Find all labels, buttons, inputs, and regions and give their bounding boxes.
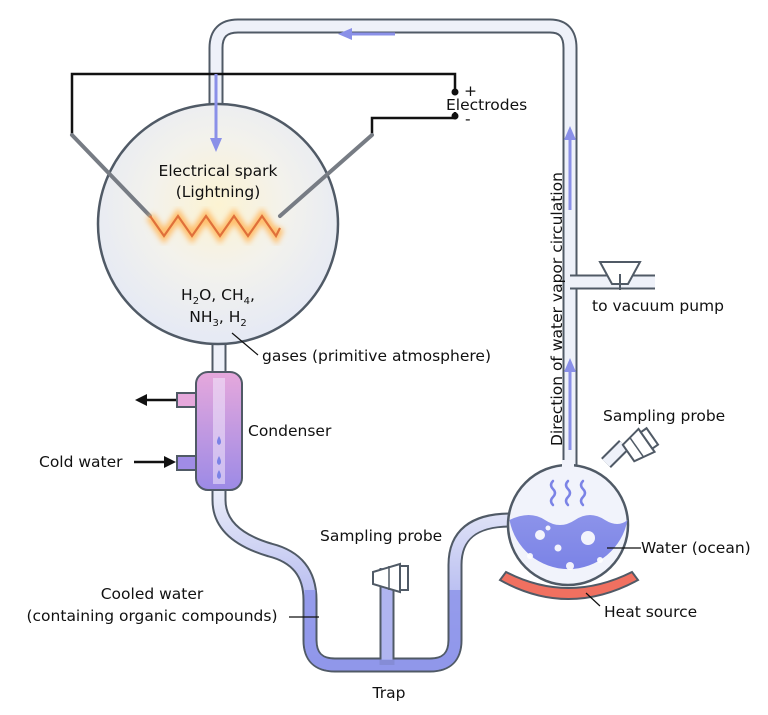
water-ocean-label: Water (ocean) bbox=[641, 539, 751, 557]
minus-sign: - bbox=[465, 110, 471, 128]
electrode-rods bbox=[70, 133, 374, 218]
trap-label: Trap bbox=[372, 684, 406, 702]
spark-icon bbox=[146, 208, 285, 245]
heat-source-label: Heat source bbox=[604, 603, 697, 621]
electrodes-label: Electrodes bbox=[446, 96, 527, 114]
condenser-label: Condenser bbox=[248, 422, 332, 440]
plus-sign: + bbox=[464, 82, 477, 100]
formula-line1: H2O, CH4, bbox=[181, 286, 255, 307]
steam-icon bbox=[549, 479, 587, 507]
condensation-drops bbox=[217, 436, 221, 479]
negative-terminal bbox=[451, 112, 459, 120]
spark-label-line1: Electrical spark bbox=[159, 162, 278, 180]
sampling-probe-bottom-label: Sampling probe bbox=[320, 527, 442, 545]
heat-source-icon bbox=[498, 570, 640, 600]
gases-label: gases (primitive atmosphere) bbox=[262, 347, 491, 365]
positive-terminal bbox=[451, 88, 459, 96]
formula-line2: NH3, H2 bbox=[189, 308, 247, 329]
cooled-water-label-line1: Cooled water bbox=[101, 585, 204, 603]
water-in-arrow bbox=[134, 456, 176, 468]
gases-leader bbox=[231, 332, 259, 356]
spark-label-line2: (Lightning) bbox=[176, 183, 261, 201]
condenser bbox=[176, 371, 243, 491]
reaction-flask-sphere bbox=[96, 102, 340, 346]
sampling-probe-bottom-icon bbox=[372, 562, 409, 594]
ocean-flask bbox=[506, 460, 630, 587]
cooled-water-label-line2: (containing organic compounds) bbox=[26, 607, 277, 625]
vacuum-pump-label: to vacuum pump bbox=[592, 297, 724, 315]
cold-water-label: Cold water bbox=[39, 453, 123, 471]
sampling-probe-right-icon bbox=[601, 426, 660, 468]
stopcock-icon bbox=[598, 261, 642, 290]
flow-arrows bbox=[210, 28, 576, 450]
sampling-probe-right-label: Sampling probe bbox=[603, 407, 725, 425]
heat-leader bbox=[585, 592, 601, 607]
trap-water bbox=[304, 590, 461, 671]
circulation-label: Direction of water vapor circulation bbox=[548, 172, 566, 446]
bubbles bbox=[527, 525, 603, 570]
water-out-arrow bbox=[135, 394, 176, 406]
